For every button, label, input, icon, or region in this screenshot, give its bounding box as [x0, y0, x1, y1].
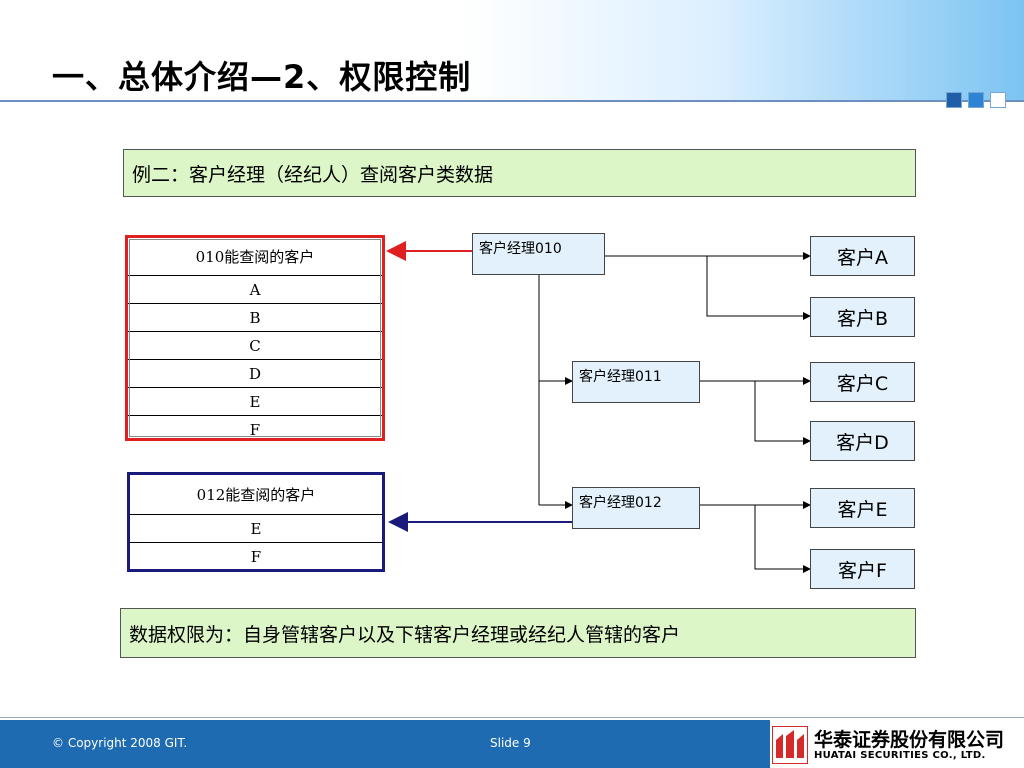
- header-background: [0, 0, 1024, 100]
- wire-012-f: [754, 505, 811, 573]
- footer-divider: [0, 717, 1024, 718]
- wire-010-b: [706, 256, 811, 320]
- manager-010-box: 客户经理010: [472, 233, 605, 275]
- list-012-table: 012能查阅的客户 E F: [127, 472, 385, 572]
- decor-square-1: [946, 92, 962, 108]
- company-name-cn: 华泰证券股份有限公司: [814, 729, 1005, 751]
- slide-title: 一、总体介绍—2、权限控制: [52, 58, 472, 96]
- manager-012-box: 客户经理012: [572, 487, 700, 529]
- title-divider: [0, 100, 1024, 102]
- wire-011-d: [754, 381, 811, 445]
- list-010-row: F: [249, 421, 261, 439]
- list-012-row: E: [130, 515, 382, 543]
- list-010-table: 010能查阅的客户 A B C D E F: [125, 235, 385, 441]
- list-010-row: B: [128, 304, 382, 332]
- manager-011-box: 客户经理011: [572, 361, 700, 403]
- decor-square-2: [968, 92, 984, 108]
- footer-bar: © Copyright 2008 GIT. Slide 9: [0, 720, 770, 768]
- example-note: 例二：客户经理（经纪人）查阅客户类数据: [123, 149, 916, 197]
- company-logo-area: 华泰证券股份有限公司 HUATAI SECURITIES CO., LTD.: [770, 720, 1024, 768]
- company-name-en: HUATAI SECURITIES CO., LTD.: [814, 750, 986, 761]
- customer-b-box: 客户B: [810, 297, 915, 337]
- list-010-row: A: [128, 276, 382, 304]
- list-010-row: E: [128, 388, 382, 416]
- customer-e-box: 客户E: [810, 488, 915, 528]
- customer-a-box: 客户A: [810, 236, 915, 276]
- list-010-header: 010能查阅的客户: [128, 238, 382, 276]
- list-012-row: F: [250, 548, 262, 566]
- list-012-header: 012能查阅的客户: [130, 475, 382, 515]
- list-010-row: D: [128, 360, 382, 388]
- company-logo-icon: [772, 726, 808, 764]
- customer-c-box: 客户C: [810, 362, 915, 402]
- summary-note: 数据权限为：自身管辖客户以及下辖客户经理或经纪人管辖的客户: [120, 608, 916, 658]
- customer-d-box: 客户D: [810, 421, 915, 461]
- copyright-text: © Copyright 2008 GIT.: [52, 736, 188, 750]
- decor-square-3: [990, 92, 1006, 108]
- slide-number: Slide 9: [490, 736, 531, 750]
- customer-f-box: 客户F: [810, 549, 915, 589]
- list-010-row: C: [128, 332, 382, 360]
